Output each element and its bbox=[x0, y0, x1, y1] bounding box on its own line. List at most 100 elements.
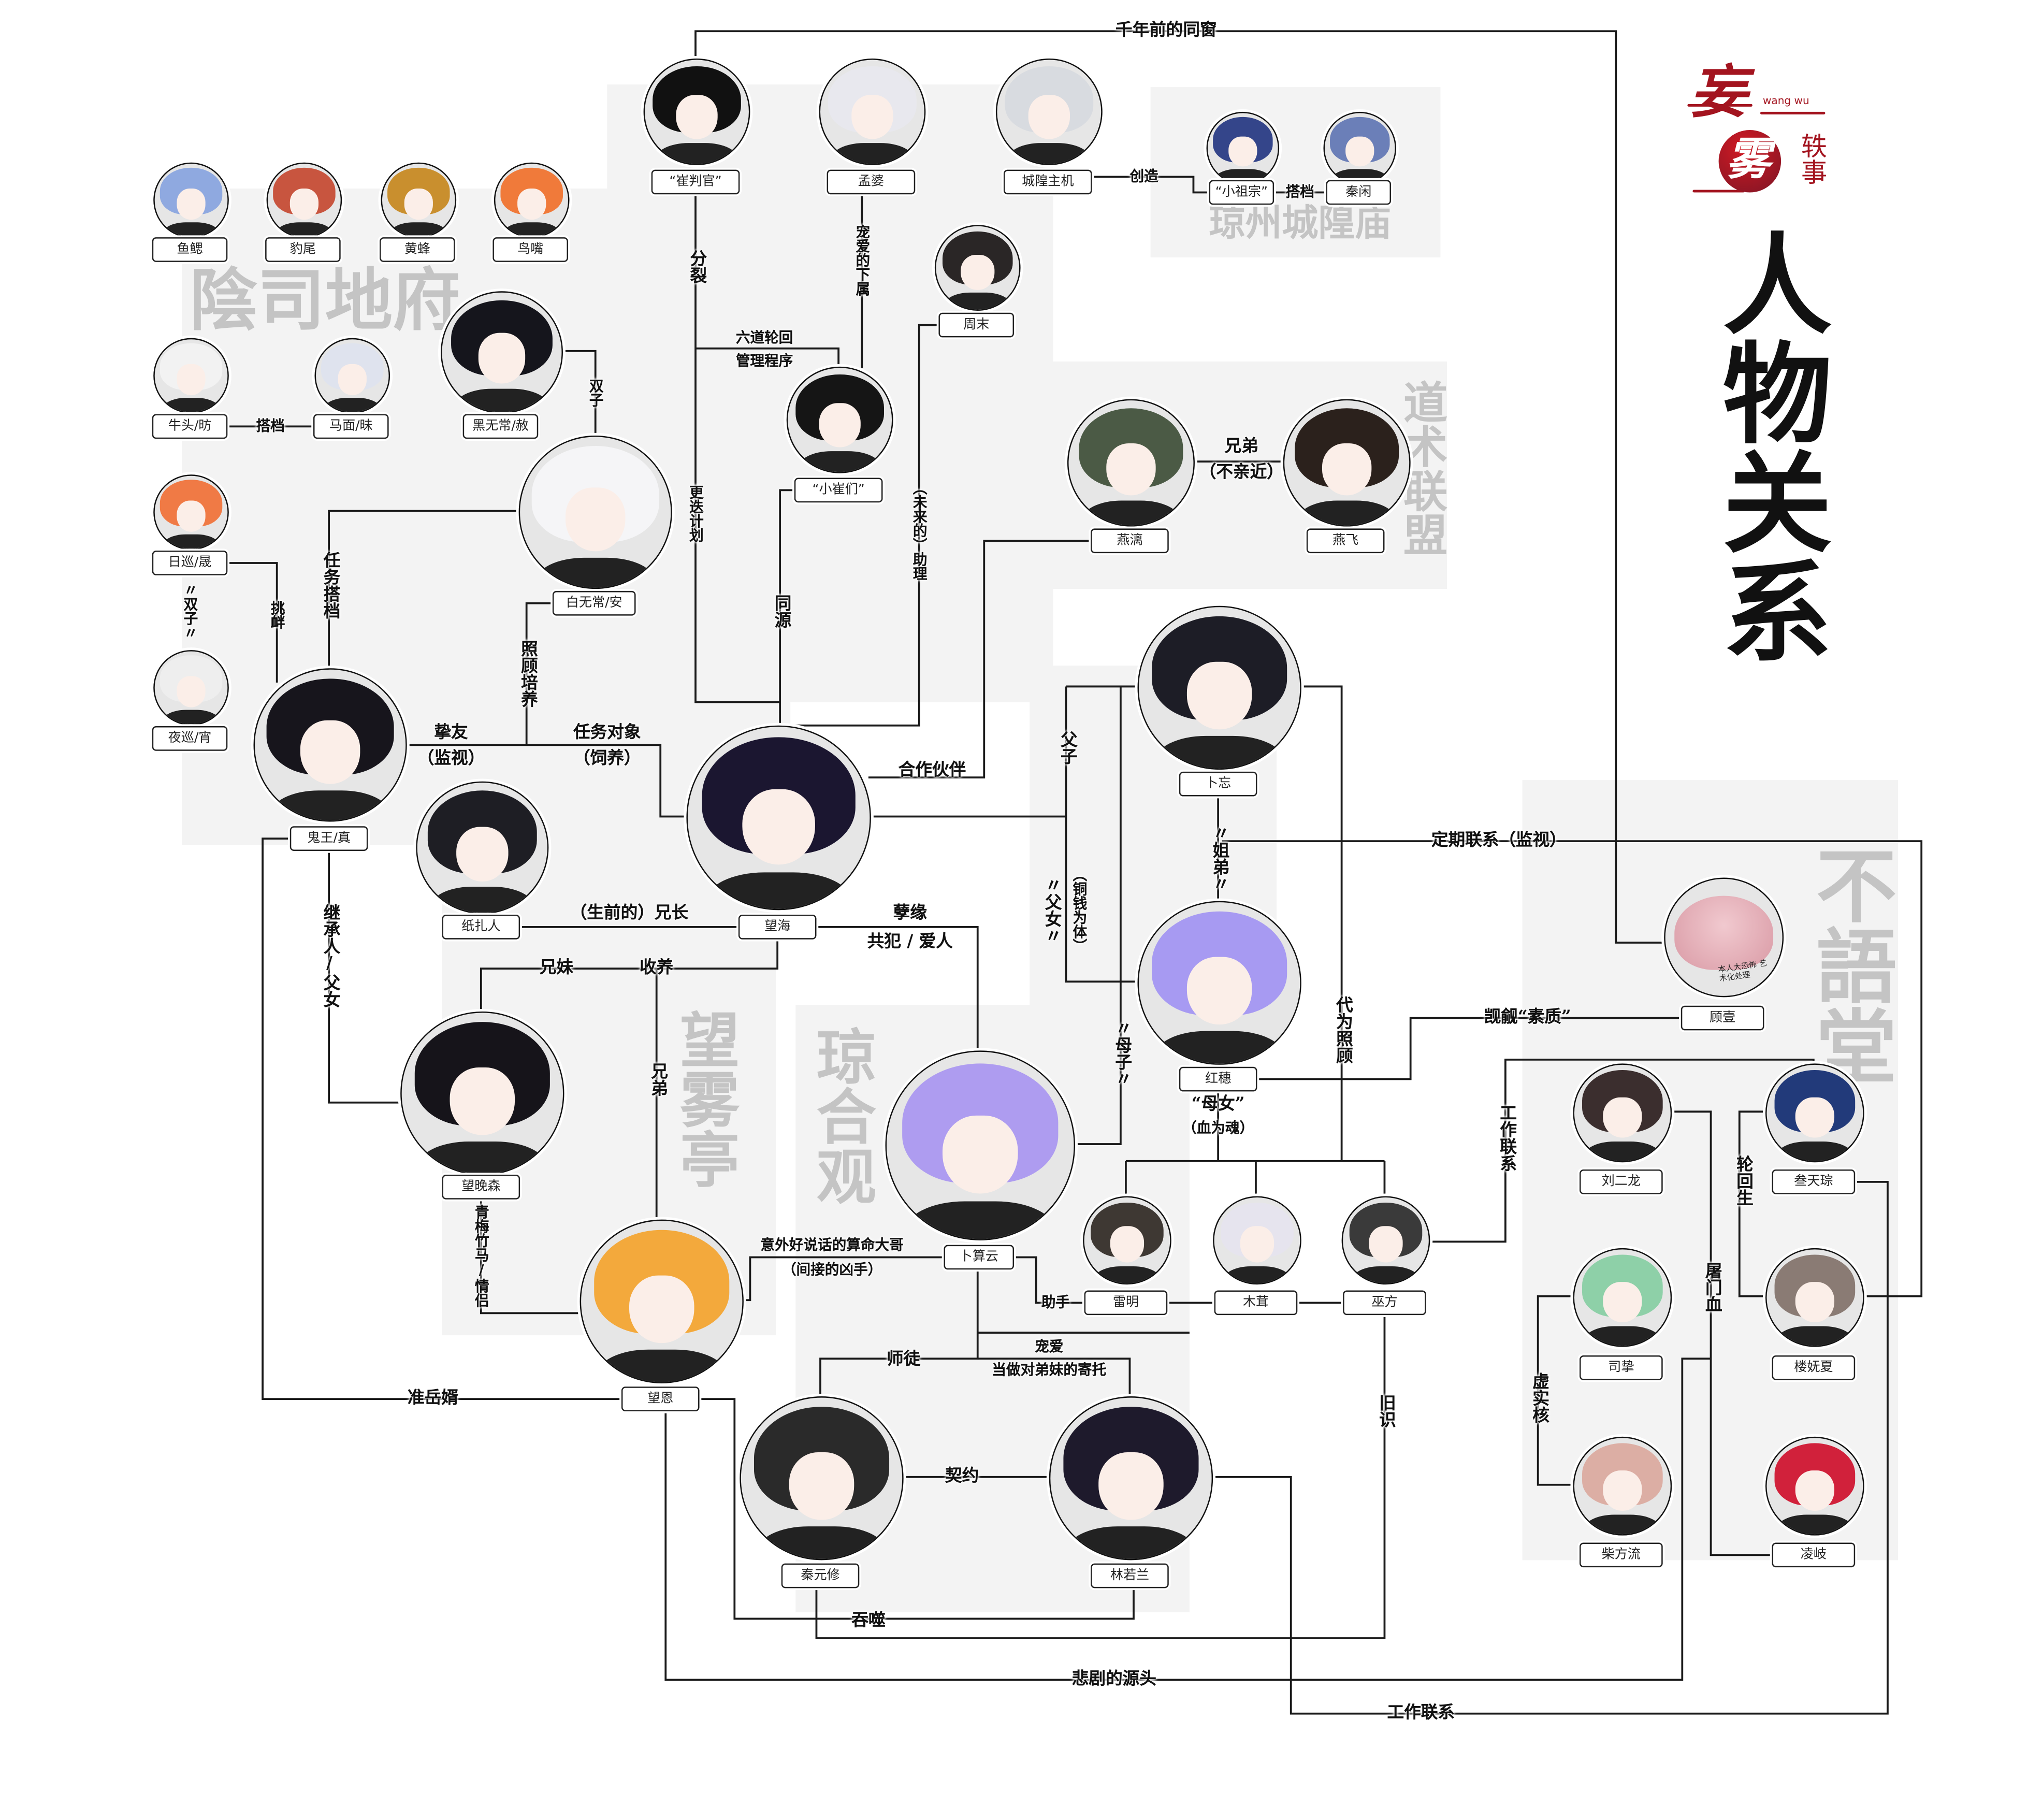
portrait-santian[interactable] bbox=[1765, 1063, 1864, 1163]
name-box-xiaocui[interactable]: “小崔们” bbox=[794, 478, 883, 503]
name-box-qinyuanxiu[interactable]: 秦元修 bbox=[781, 1563, 860, 1588]
name-box-zhuji[interactable]: 城隍主机 bbox=[1003, 169, 1092, 195]
name-box-mamian[interactable]: 马面/昧 bbox=[313, 414, 389, 439]
name-box-yusai[interactable]: 鱼鳃 bbox=[152, 237, 228, 262]
portrait-face bbox=[1228, 137, 1257, 167]
portrait-hei[interactable] bbox=[440, 291, 563, 414]
portrait-mamian[interactable] bbox=[314, 338, 390, 414]
name-box-lingqi[interactable]: 凌岐 bbox=[1772, 1542, 1856, 1568]
faction-title-yinsi: 陰司地府 bbox=[190, 261, 460, 341]
name-box-murong[interactable]: 木茸 bbox=[1214, 1290, 1298, 1316]
portrait-cui[interactable] bbox=[643, 58, 750, 165]
name-box-guyi[interactable]: 顾壹 bbox=[1681, 1005, 1764, 1031]
portrait-face bbox=[404, 189, 433, 220]
portrait-niutou[interactable] bbox=[153, 338, 229, 414]
portrait-xzz[interactable] bbox=[1206, 111, 1280, 185]
relation-label-lunhui: 轮回生 bbox=[1732, 1155, 1752, 1206]
name-box-buwang[interactable]: 卜忘 bbox=[1179, 771, 1257, 797]
portrait-linruolan[interactable] bbox=[1049, 1396, 1213, 1561]
name-box-yanfei[interactable]: 燕飞 bbox=[1306, 528, 1385, 554]
name-box-mengpo[interactable]: 孟婆 bbox=[827, 169, 916, 195]
name-box-hei[interactable]: 黑无常/赦 bbox=[462, 414, 539, 439]
portrait-lingqi[interactable] bbox=[1765, 1436, 1864, 1536]
name-box-bai[interactable]: 白无常/安 bbox=[552, 590, 636, 616]
name-box-xzz[interactable]: “小祖宗” bbox=[1209, 180, 1274, 205]
name-box-hongsui[interactable]: 红穗 bbox=[1179, 1066, 1257, 1092]
relation-label-zhiyou1: 挚友 bbox=[434, 723, 468, 743]
name-box-louwu[interactable]: 楼妩夏 bbox=[1772, 1355, 1856, 1380]
relation-label-zhushou: 助手 bbox=[1041, 1294, 1070, 1311]
portrait-hair bbox=[1674, 895, 1773, 971]
name-box-guiwang[interactable]: 鬼王/真 bbox=[289, 826, 368, 851]
portrait-yusai[interactable] bbox=[153, 162, 229, 238]
portrait-body bbox=[162, 397, 221, 412]
name-box-linruolan[interactable]: 林若兰 bbox=[1091, 1563, 1169, 1588]
portrait-guiwang[interactable] bbox=[253, 668, 407, 822]
name-box-qinxian[interactable]: 秦闲 bbox=[1326, 180, 1392, 205]
portrait-louwu[interactable] bbox=[1765, 1248, 1864, 1347]
portrait-sizhi[interactable] bbox=[1573, 1248, 1672, 1347]
portrait-qinyuanxiu[interactable] bbox=[740, 1396, 904, 1561]
portrait-buwang[interactable] bbox=[1137, 605, 1301, 770]
name-box-baowei[interactable]: 豹尾 bbox=[265, 237, 341, 262]
portrait-hongsui[interactable] bbox=[1137, 901, 1301, 1065]
name-box-wanghai[interactable]: 望海 bbox=[738, 914, 817, 940]
name-box-niaozui[interactable]: 鸟嘴 bbox=[492, 237, 569, 262]
name-box-wufang[interactable]: 巫方 bbox=[1343, 1290, 1426, 1316]
portrait-face bbox=[1187, 957, 1252, 1025]
portrait-murong[interactable] bbox=[1213, 1196, 1301, 1285]
name-box-niutou[interactable]: 牛头/昉 bbox=[152, 414, 228, 439]
name-box-zhizha[interactable]: 纸扎人 bbox=[442, 914, 520, 940]
portrait-zhoumo[interactable] bbox=[934, 225, 1021, 311]
portrait-body bbox=[831, 143, 914, 164]
portrait-bai[interactable] bbox=[518, 435, 672, 589]
portrait-wanghai[interactable] bbox=[686, 725, 871, 911]
portrait-mengpo[interactable] bbox=[819, 58, 926, 165]
portrait-yanli[interactable] bbox=[1067, 399, 1195, 527]
portrait-face bbox=[176, 676, 206, 707]
portrait-busuanyun[interactable] bbox=[885, 1050, 1076, 1240]
relation-line bbox=[1738, 1110, 1765, 1297]
portrait-chai[interactable] bbox=[1573, 1436, 1672, 1536]
portrait-huangfeng[interactable] bbox=[381, 162, 457, 238]
portrait-niaozui[interactable] bbox=[494, 162, 570, 238]
portrait-face bbox=[1795, 1097, 1834, 1138]
portrait-face bbox=[338, 364, 367, 395]
portrait-wangen[interactable] bbox=[580, 1219, 744, 1383]
name-box-busuanyun[interactable]: 卜算云 bbox=[944, 1245, 1015, 1270]
portrait-baowei[interactable] bbox=[266, 162, 342, 238]
portrait-face bbox=[1603, 1470, 1642, 1511]
portrait-body bbox=[798, 451, 881, 472]
portrait-rixun[interactable] bbox=[153, 474, 229, 550]
portrait-wufang[interactable] bbox=[1341, 1196, 1430, 1285]
name-box-chai[interactable]: 柴方流 bbox=[1580, 1542, 1663, 1568]
name-box-leiming[interactable]: 雷明 bbox=[1084, 1290, 1168, 1316]
portrait-zhuji[interactable] bbox=[995, 58, 1103, 165]
portrait-yexun[interactable] bbox=[153, 650, 229, 726]
relation-line bbox=[815, 926, 979, 1051]
relation-line bbox=[1428, 1059, 1815, 1243]
name-box-santian[interactable]: 叁天琮 bbox=[1772, 1169, 1856, 1194]
portrait-face bbox=[1110, 1226, 1145, 1263]
name-box-liu[interactable]: 刘二龙 bbox=[1580, 1169, 1663, 1194]
name-box-wangen[interactable]: 望恩 bbox=[621, 1386, 700, 1411]
portrait-xiaocui[interactable] bbox=[786, 366, 893, 473]
portrait-qinxian[interactable] bbox=[1323, 111, 1397, 185]
name-box-cui[interactable]: “崔判官” bbox=[651, 169, 740, 195]
portrait-wangwansen[interactable] bbox=[400, 1012, 564, 1176]
name-box-yanli[interactable]: 燕漓 bbox=[1091, 528, 1169, 554]
name-box-zhoumo[interactable]: 周末 bbox=[938, 312, 1015, 338]
name-box-sizhi[interactable]: 司挚 bbox=[1580, 1355, 1663, 1380]
name-box-rixun[interactable]: 日巡/晟 bbox=[152, 551, 228, 575]
name-box-yexun[interactable]: 夜巡/宵 bbox=[152, 726, 228, 751]
name-box-wangwansen[interactable]: 望晚森 bbox=[442, 1175, 520, 1200]
portrait-yanfei[interactable] bbox=[1283, 399, 1411, 527]
portrait-face bbox=[565, 488, 626, 552]
portrait-zhizha[interactable] bbox=[416, 781, 549, 914]
portrait-liu[interactable] bbox=[1573, 1063, 1672, 1163]
portrait-face bbox=[1240, 1226, 1274, 1263]
portrait-leiming[interactable] bbox=[1083, 1196, 1171, 1285]
portrait-guyi[interactable]: 本人大恐怖 艺术化处理 bbox=[1664, 877, 1784, 998]
name-box-huangfeng[interactable]: 黄蜂 bbox=[380, 237, 455, 262]
portrait-body bbox=[535, 557, 656, 588]
